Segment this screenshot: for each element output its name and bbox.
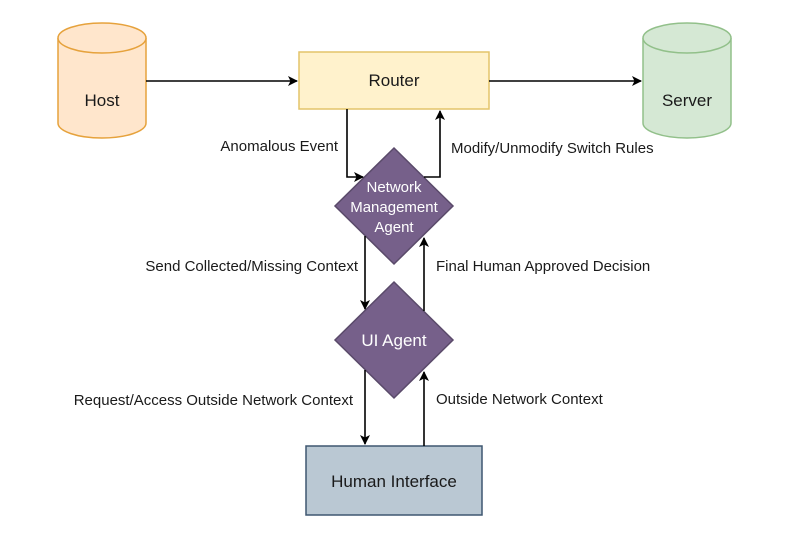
network-agent-label-line-1: Network [366,179,422,196]
host-cylinder-body [57,38,147,139]
human-interface-node: Human Interface [305,445,483,516]
host-node: Host [57,22,147,139]
router-node: Router [298,51,490,110]
label-final-decision: Final Human Approved Decision [436,258,650,275]
router-label: Router [368,71,419,90]
label-modify-rules: Modify/Unmodify Switch Rules [451,140,654,157]
server-node: Server [642,22,732,139]
label-send-context: Send Collected/Missing Context [145,258,358,275]
label-anomalous-event: Anomalous Event [220,138,338,155]
server-label: Server [662,91,712,110]
network-agent-diamond [333,146,455,266]
network-agent-label-line-2: Management [350,199,438,216]
network-agent-label-line-3: Agent [374,219,414,236]
host-cylinder-top [57,22,147,54]
human-interface-box [305,445,483,516]
host-label: Host [85,91,120,110]
network-management-agent-node: Network Management Agent [333,146,455,266]
edge-network-agent-to-router [424,110,445,178]
server-cylinder-body [642,38,732,139]
ui-agent-label: UI Agent [361,331,426,350]
edge-router-to-network-agent [346,109,364,182]
label-request-context: Request/Access Outside Network Context [74,392,354,409]
router-box [298,51,490,110]
server-cylinder-top [642,22,732,54]
label-outside-context: Outside Network Context [436,391,604,408]
human-interface-label: Human Interface [331,472,457,491]
ui-agent-node: UI Agent [333,280,455,400]
